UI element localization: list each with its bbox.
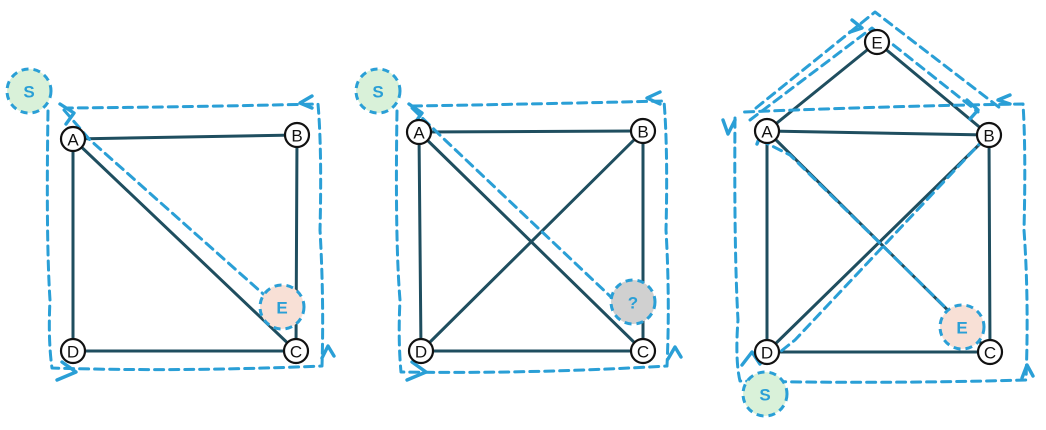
arrow-icon — [666, 345, 683, 361]
marker-label: S — [759, 386, 770, 405]
arrow-icon — [965, 98, 980, 121]
node-circle — [629, 117, 657, 145]
node-circle — [59, 125, 87, 153]
node-D: D — [59, 337, 87, 365]
arrow-icon — [721, 118, 737, 136]
route-path-1 — [45, 102, 325, 372]
start-marker: S — [5, 67, 53, 115]
edge-BD — [419, 129, 645, 353]
node-C: C — [629, 337, 657, 365]
edge-AE — [765, 40, 879, 133]
route-path-1 — [733, 102, 1029, 384]
node-E: E — [863, 28, 891, 56]
node-label: D — [415, 343, 427, 362]
route-path-2 — [62, 108, 272, 302]
route-path-2 — [410, 106, 614, 300]
node-A: A — [59, 125, 87, 153]
edge-AB — [765, 129, 991, 137]
node-circle — [863, 28, 891, 56]
node-C: C — [282, 337, 310, 365]
route-path-3 — [768, 136, 987, 362]
arrow-icon — [645, 90, 662, 106]
marker-label: ? — [628, 294, 638, 313]
marker-label: S — [372, 83, 383, 102]
end-marker: E — [938, 303, 986, 351]
edge-AB — [71, 133, 299, 141]
node-label: D — [761, 344, 773, 363]
node-label: A — [67, 131, 79, 150]
node-label: E — [871, 34, 882, 53]
node-circle — [407, 337, 435, 365]
start-marker: S — [354, 67, 402, 115]
node-label: C — [984, 344, 996, 363]
marker-label: E — [956, 319, 967, 338]
node-circle — [629, 337, 657, 365]
marker-circle — [5, 67, 53, 115]
edge-BC — [987, 133, 992, 354]
node-label: B — [637, 123, 648, 142]
node-label: C — [637, 343, 649, 362]
node-circle — [282, 337, 310, 365]
route-path-5 — [748, 26, 980, 122]
node-label: A — [413, 124, 425, 143]
node-circle — [753, 338, 781, 366]
arrow-icon — [996, 93, 1012, 106]
edge-DA — [417, 130, 423, 353]
marker-circle — [258, 283, 306, 331]
marker-label: S — [23, 83, 34, 102]
route-path-4 — [758, 138, 950, 312]
route-path-2 — [754, 10, 1002, 110]
unknown-marker: ? — [609, 278, 657, 326]
arrow-icon — [848, 18, 864, 34]
node-D: D — [753, 338, 781, 366]
end-marker: E — [258, 283, 306, 331]
edge-AC — [71, 137, 298, 353]
node-A: A — [405, 118, 433, 146]
diagram-3: A B C D E S E — [721, 10, 1035, 418]
start-marker: S — [741, 370, 789, 418]
node-C: C — [976, 338, 1004, 366]
arrow-icon — [55, 360, 78, 382]
node-B: B — [629, 117, 657, 145]
marker-label: E — [276, 299, 287, 318]
arrow-icon — [58, 102, 76, 126]
node-label: B — [983, 127, 994, 146]
node-circle — [283, 121, 311, 149]
arrow-icon — [1020, 363, 1035, 380]
node-label: D — [67, 343, 79, 362]
diagram-1: A B C D S E — [5, 67, 336, 382]
route-path-1 — [394, 99, 670, 374]
arrow-icon — [320, 344, 336, 360]
node-B: B — [283, 121, 311, 149]
node-label: A — [761, 123, 773, 142]
marker-circle — [609, 278, 657, 326]
marker-circle — [938, 303, 986, 351]
arrow-icon — [298, 94, 314, 110]
node-circle — [59, 337, 87, 365]
node-circle — [975, 121, 1003, 149]
edge-AB — [417, 129, 645, 134]
node-B: B — [975, 121, 1003, 149]
arrow-icon — [405, 360, 428, 382]
node-circle — [976, 338, 1004, 366]
node-D: D — [407, 337, 435, 365]
node-A: A — [753, 117, 781, 145]
node-label: B — [291, 127, 302, 146]
diagram-2: A B C D S? — [354, 67, 683, 382]
node-label: C — [290, 343, 302, 362]
node-circle — [405, 118, 433, 146]
marker-circle — [741, 370, 789, 418]
marker-circle — [354, 67, 402, 115]
node-circle — [753, 117, 781, 145]
